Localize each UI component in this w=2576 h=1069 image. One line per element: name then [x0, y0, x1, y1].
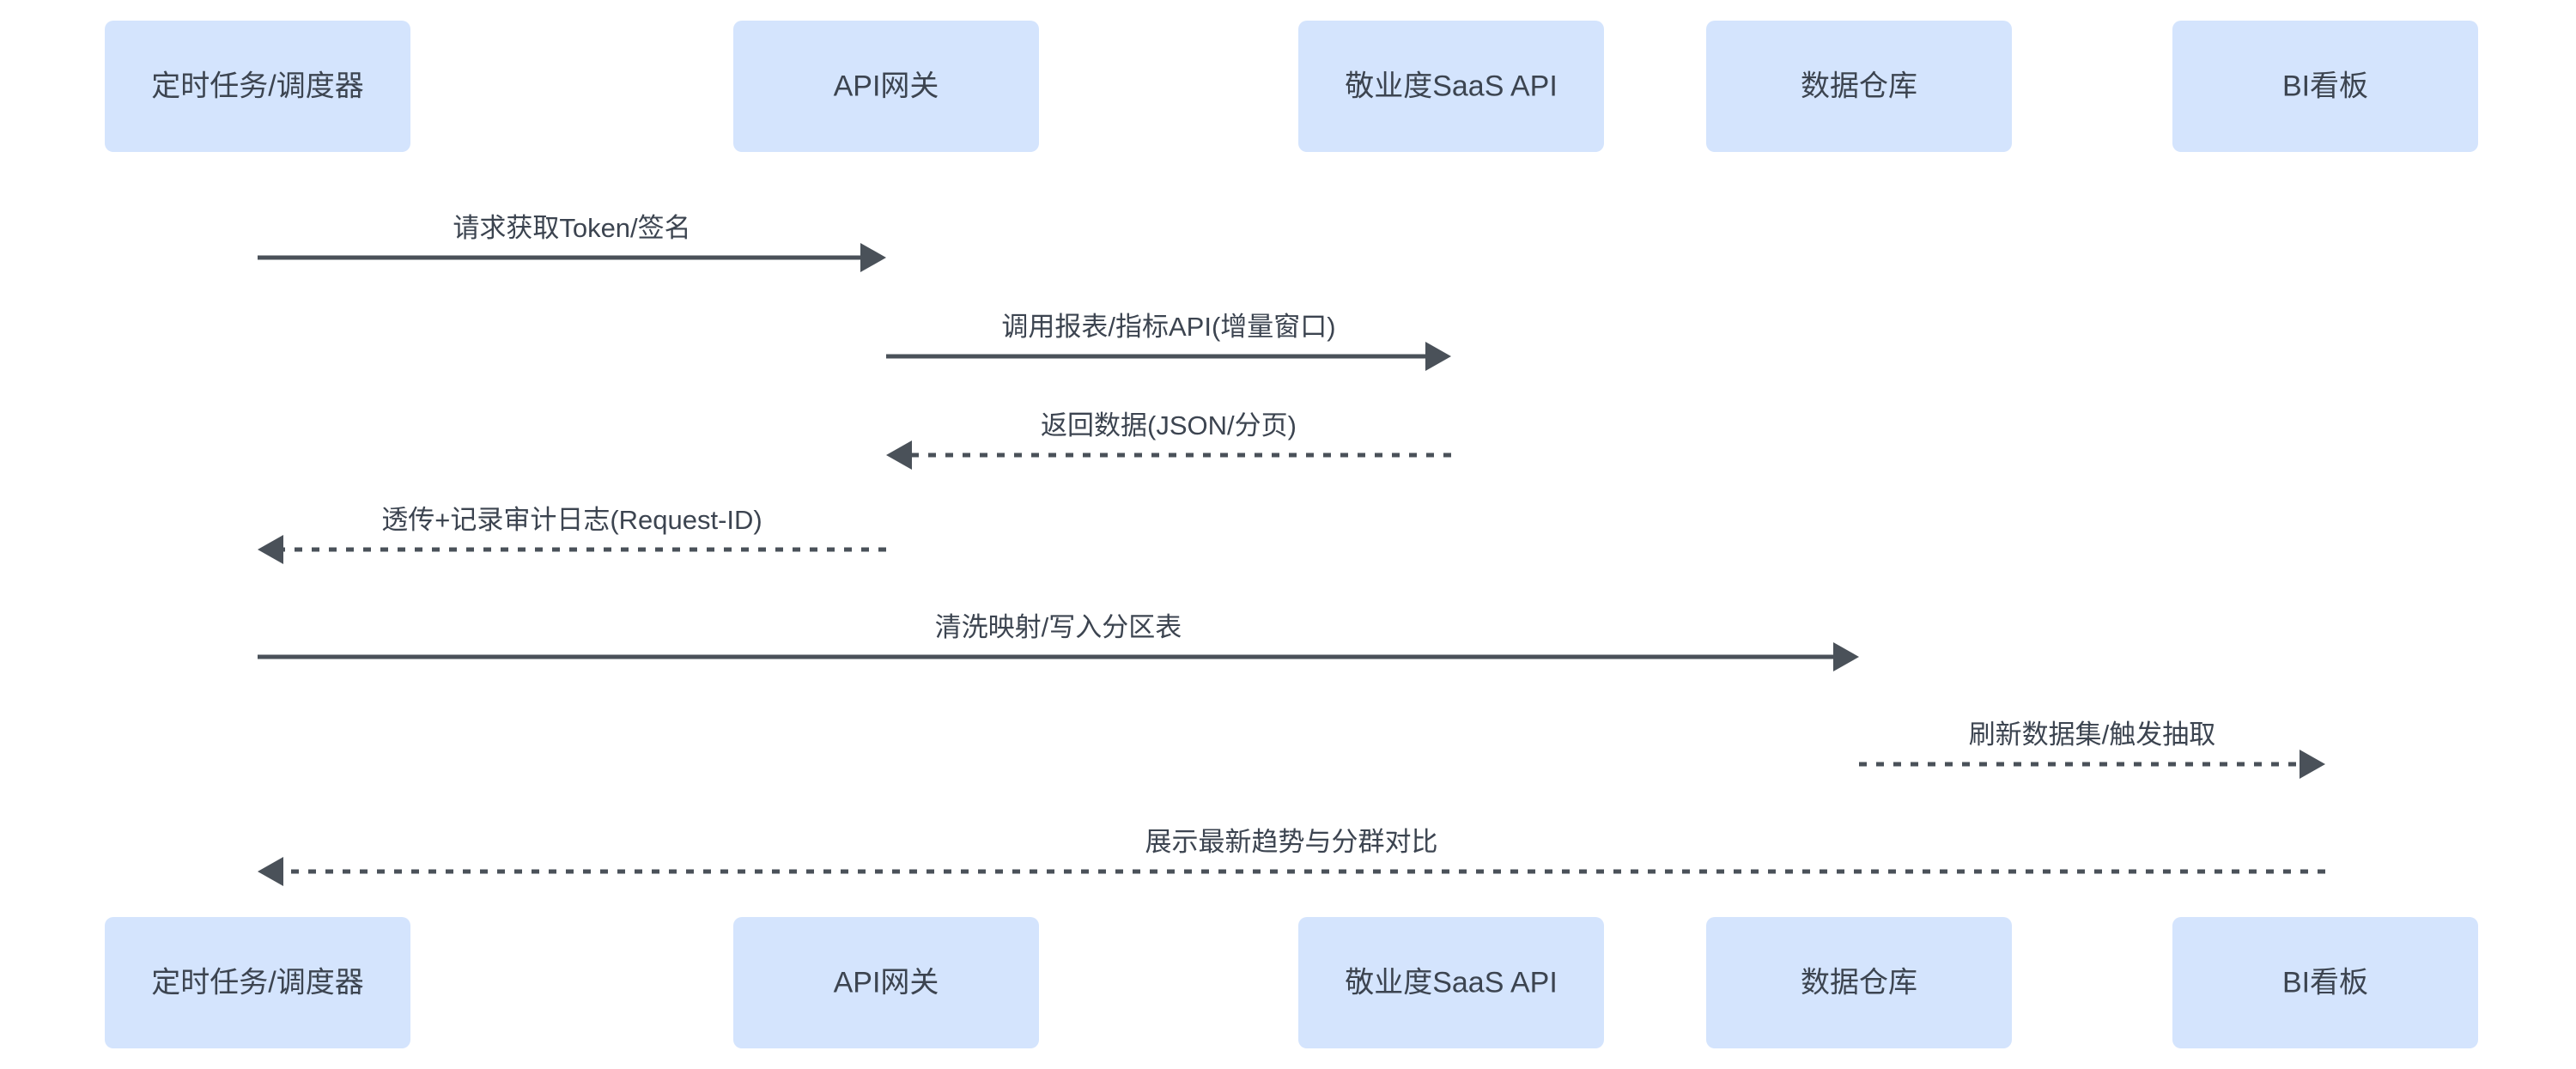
participant-label-saas: 敬业度SaaS API — [1345, 70, 1558, 102]
message-arrowhead-4 — [1833, 642, 1859, 671]
message-6[interactable]: 展示最新趋势与分群对比 — [258, 827, 2325, 886]
participant-label-bi: BI看板 — [2282, 70, 2368, 102]
participant-box-warehouse[interactable] — [1706, 21, 2012, 152]
participant-box-saas[interactable] — [1298, 21, 1604, 152]
participant-label-warehouse: 数据仓库 — [1801, 70, 1917, 102]
message-arrowhead-3 — [258, 535, 283, 564]
message-arrowhead-1 — [1425, 342, 1451, 371]
message-label-5: 刷新数据集/触发抽取 — [1969, 720, 2216, 750]
participant-box-scheduler[interactable] — [105, 917, 410, 1048]
message-5[interactable]: 刷新数据集/触发抽取 — [1859, 720, 2325, 779]
participant-box-gateway[interactable] — [733, 917, 1039, 1048]
participant-saas[interactable]: 敬业度SaaS API — [1298, 21, 1604, 152]
participant-label-gateway: API网关 — [834, 70, 939, 102]
message-0[interactable]: 请求获取Token/签名 — [258, 213, 886, 272]
participant-scheduler[interactable]: 定时任务/调度器 — [105, 917, 410, 1048]
message-arrowhead-6 — [258, 857, 283, 886]
participant-label-bi: BI看板 — [2282, 966, 2368, 999]
participant-box-gateway[interactable] — [733, 21, 1039, 152]
participant-bi[interactable]: BI看板 — [2172, 917, 2478, 1048]
participant-label-scheduler: 定时任务/调度器 — [151, 966, 363, 999]
participant-label-scheduler: 定时任务/调度器 — [151, 70, 363, 102]
participant-box-warehouse[interactable] — [1706, 917, 2012, 1048]
message-4[interactable]: 清洗映射/写入分区表 — [258, 612, 1859, 671]
participant-bi[interactable]: BI看板 — [2172, 21, 2478, 152]
message-label-4: 清洗映射/写入分区表 — [935, 612, 1182, 642]
participant-box-bi[interactable] — [2172, 21, 2478, 152]
message-arrowhead-0 — [860, 243, 886, 272]
message-arrowhead-2 — [886, 440, 912, 470]
participant-saas[interactable]: 敬业度SaaS API — [1298, 917, 1604, 1048]
message-label-1: 调用报表/指标API(增量窗口) — [1001, 312, 1335, 342]
participant-warehouse[interactable]: 数据仓库 — [1706, 917, 2012, 1048]
participant-gateway[interactable]: API网关 — [733, 21, 1039, 152]
message-3[interactable]: 透传+记录审计日志(Request-ID) — [258, 505, 886, 564]
participant-box-bi[interactable] — [2172, 917, 2478, 1048]
message-label-3: 透传+记录审计日志(Request-ID) — [381, 505, 762, 535]
message-2[interactable]: 返回数据(JSON/分页) — [886, 410, 1451, 470]
participant-scheduler[interactable]: 定时任务/调度器 — [105, 21, 410, 152]
participant-warehouse[interactable]: 数据仓库 — [1706, 21, 2012, 152]
participant-label-warehouse: 数据仓库 — [1801, 966, 1917, 999]
participant-gateway[interactable]: API网关 — [733, 917, 1039, 1048]
top-participant-row: 定时任务/调度器 API网关 敬业度SaaS API 数据仓库 BI看板 — [105, 21, 2478, 152]
participant-box-scheduler[interactable] — [105, 21, 410, 152]
message-label-6: 展示最新趋势与分群对比 — [1145, 827, 1438, 857]
message-arrowhead-5 — [2300, 750, 2325, 779]
message-1[interactable]: 调用报表/指标API(增量窗口) — [886, 312, 1451, 371]
participant-label-gateway: API网关 — [834, 966, 939, 999]
message-label-0: 请求获取Token/签名 — [453, 213, 690, 243]
participant-label-saas: 敬业度SaaS API — [1345, 966, 1558, 999]
participant-box-saas[interactable] — [1298, 917, 1604, 1048]
message-label-2: 返回数据(JSON/分页) — [1041, 410, 1297, 440]
bottom-participant-row: 定时任务/调度器 API网关 敬业度SaaS API 数据仓库 BI看板 — [105, 917, 2478, 1048]
